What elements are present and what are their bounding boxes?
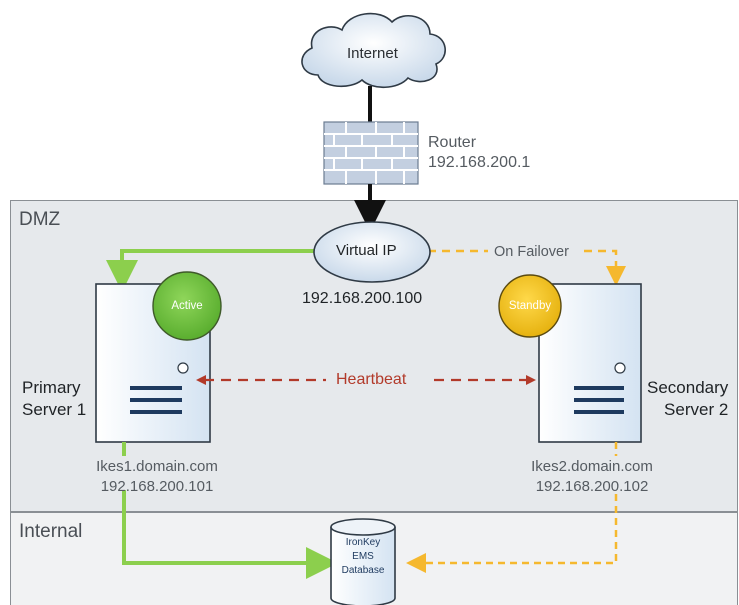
heartbeat-arrow-left	[196, 375, 206, 385]
router-ip: 192.168.200.1	[428, 154, 531, 171]
standby-status-badge	[498, 274, 562, 338]
primary-server-address: Ikes1.domain.com 192.168.200.101	[72, 457, 242, 497]
virtual-ip-node	[313, 221, 431, 283]
primary-host: Ikes1.domain.com	[96, 458, 218, 475]
secondary-server-address: Ikes2.domain.com 192.168.200.102	[507, 457, 677, 497]
active-status-badge	[152, 271, 222, 341]
secondary-ip: 192.168.200.102	[535, 478, 649, 495]
secondary-name-line1: Secondary	[647, 378, 729, 397]
secondary-db-path	[406, 494, 618, 573]
database-line1: IronKey	[345, 537, 381, 548]
heartbeat-label: Heartbeat	[336, 371, 407, 388]
database-icon	[330, 518, 396, 605]
router-name: Router	[428, 134, 477, 151]
heartbeat-arrow-right	[526, 375, 536, 385]
primary-name-line1: Primary	[22, 378, 81, 397]
secondary-server-name: Secondary Server 2	[647, 377, 728, 421]
internal-label: Internal	[19, 521, 83, 542]
primary-ip: 192.168.200.101	[100, 478, 214, 495]
internet-label: Internet	[347, 45, 398, 62]
router-firewall-icon	[323, 121, 419, 185]
secondary-host: Ikes2.domain.com	[531, 458, 653, 475]
dmz-label: DMZ	[19, 209, 61, 230]
failover-path-b	[584, 249, 626, 286]
database-label: IronKey EMS Database	[332, 536, 394, 578]
internet-cloud	[301, 12, 446, 89]
active-path	[106, 249, 316, 292]
active-status-label: Active	[171, 300, 203, 312]
primary-name-line2: Server 1	[22, 400, 87, 419]
router-label: Router 192.168.200.1	[428, 133, 530, 173]
primary-server-name: Primary Server 1	[22, 377, 86, 421]
database-line2: EMS	[352, 551, 374, 562]
secondary-name-line2: Server 2	[664, 400, 729, 419]
virtual-ip-address: 192.168.200.100	[302, 290, 423, 307]
virtual-ip-label: Virtual IP	[336, 242, 397, 259]
primary-db-path	[122, 490, 338, 579]
standby-status-label: Standby	[508, 300, 552, 312]
database-line3: Database	[341, 565, 385, 576]
failover-label: On Failover	[494, 244, 569, 260]
